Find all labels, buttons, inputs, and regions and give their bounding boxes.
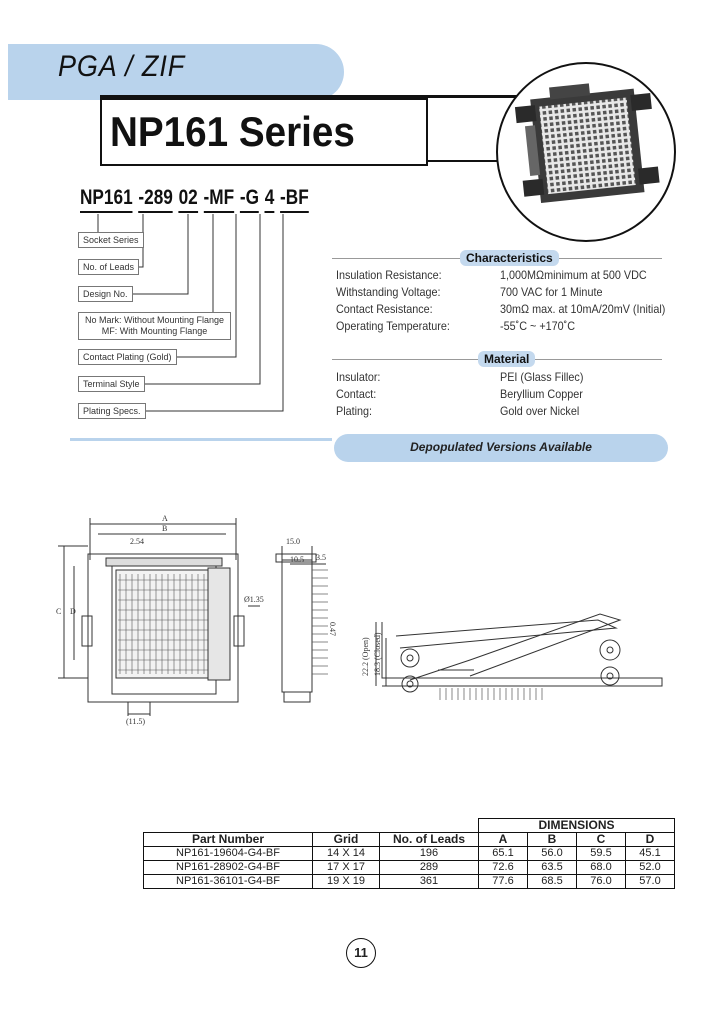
cell-c: 59.5 [576,846,626,861]
height-3-label: 3.5 [316,553,326,562]
label-terminal-style: Terminal Style [78,376,145,392]
banner-rule [70,438,332,441]
cell-b: 68.5 [527,874,577,889]
cell-c: 76.0 [576,874,626,889]
category-band [8,44,344,100]
page-number: 11 [346,938,376,968]
spec-value: PEI (Glass Fillec) [500,370,584,384]
cell-a: 77.6 [478,874,528,889]
dim-a-label: A [162,514,168,523]
pin-label: Ø1.35 [244,595,264,604]
series-title: NP161 Series [110,108,355,155]
spec-value: 30mΩ max. at 10mA/20mV (Initial) [500,302,666,316]
cell-grid: 14 X 14 [312,846,380,861]
height-1-label: 15.0 [286,537,300,546]
label-socket-series: Socket Series [78,232,144,248]
series-title-box [100,98,428,166]
dim-b-label: B [162,524,167,533]
dim-c-label: C [56,607,61,616]
col-d: D [625,832,675,847]
col-a: A [478,832,528,847]
depopulated-banner: Depopulated Versions Available [334,434,668,462]
cell-grid: 19 X 19 [312,874,380,889]
material-heading: Material [478,351,536,367]
cell-d: 57.0 [625,874,675,889]
label-contact-plating: Contact Plating (Gold) [78,349,177,365]
pn-segment: -G [239,186,259,213]
cell-part-number: NP161-19604-G4-BF [143,846,313,861]
pn-segment: -BF [280,186,309,213]
pn-segment: 02 [178,186,198,213]
spec-label: Insulator: [336,370,381,384]
label-flange-line2: MF: With Mounting Flange [101,326,208,336]
cell-part-number: NP161-28902-G4-BF [143,860,313,875]
label-num-leads: No. of Leads [78,259,140,275]
cell-b: 56.0 [527,846,577,861]
category-title: PGA / ZIF [58,50,186,83]
cell-grid: 17 X 17 [312,860,380,875]
series-rule [428,160,500,162]
col-leads: No. of Leads [379,832,479,847]
spec-value: 700 VAC for 1 Minute [500,285,603,299]
pitch-label: 2.54 [130,537,144,546]
product-photo [496,62,676,242]
pn-segment: -289 [138,186,173,213]
label-flange: No Mark: Without Mounting Flange MF: Wit… [78,312,232,340]
lift-open-label: 22.2 (Open) [361,637,370,676]
cell-leads: 289 [379,860,479,875]
spec-label: Contact: [336,387,377,401]
technical-drawing: A B C D 2.54 (11.5) Ø1.35 15.0 10.5 3.5 … [56,514,663,726]
dimensions-table: DIMENSIONS Part Number Grid No. of Leads… [143,818,675,889]
col-grid: Grid [312,832,380,847]
pn-segment: NP161 [80,186,133,213]
socket-illustration [514,83,660,203]
cell-c: 68.0 [576,860,626,875]
spec-value: -55˚C ~ +170˚C [500,319,576,333]
spec-label: Contact Resistance: [336,302,433,316]
table-row: NP161-36101-G4-BF 19 X 19 361 77.6 68.5 … [143,874,675,889]
spec-value: 1,000MΩminimum at 500 VDC [500,268,647,282]
spec-label: Plating: [336,404,373,418]
table-row: NP161-28902-G4-BF 17 X 17 289 72.6 63.5 … [143,860,675,875]
lift-closed-label: 18.3 (Closed) [373,632,382,676]
cell-a: 72.6 [478,860,528,875]
table-header-row: Part Number Grid No. of Leads A B C D [143,832,675,847]
cell-d: 52.0 [625,860,675,875]
offset-label: (11.5) [126,717,145,726]
table-row: NP161-19604-G4-BF 14 X 14 196 65.1 56.0 … [143,846,675,861]
spec-value: Gold over Nickel [500,404,580,418]
pn-segment: -MF [203,186,235,213]
height-4-label: 0.47 [328,622,337,636]
header-rule [100,95,530,98]
cell-a: 65.1 [478,846,528,861]
col-c: C [576,832,626,847]
spec-label: Operating Temperature: [336,319,450,333]
col-part-number: Part Number [143,832,313,847]
label-flange-line1: No Mark: Without Mounting Flange [85,315,225,325]
label-plating-specs: Plating Specs. [78,403,146,419]
dimensions-label: DIMENSIONS [478,818,675,833]
table-header-top: DIMENSIONS [143,818,675,833]
cell-part-number: NP161-36101-G4-BF [143,874,313,889]
cell-leads: 361 [379,874,479,889]
col-b: B [527,832,577,847]
dim-d-label: D [70,607,76,616]
cell-b: 63.5 [527,860,577,875]
spec-label: Withstanding Voltage: [336,285,441,299]
cell-d: 45.1 [625,846,675,861]
characteristics-heading: Characteristics [460,250,559,266]
spec-value: Beryllium Copper [500,387,583,401]
label-design-no: Design No. [78,286,133,302]
spec-label: Insulation Resistance: [336,268,442,282]
pn-segment: 4 [264,186,275,213]
cell-leads: 196 [379,846,479,861]
height-2-label: 10.5 [290,555,304,564]
